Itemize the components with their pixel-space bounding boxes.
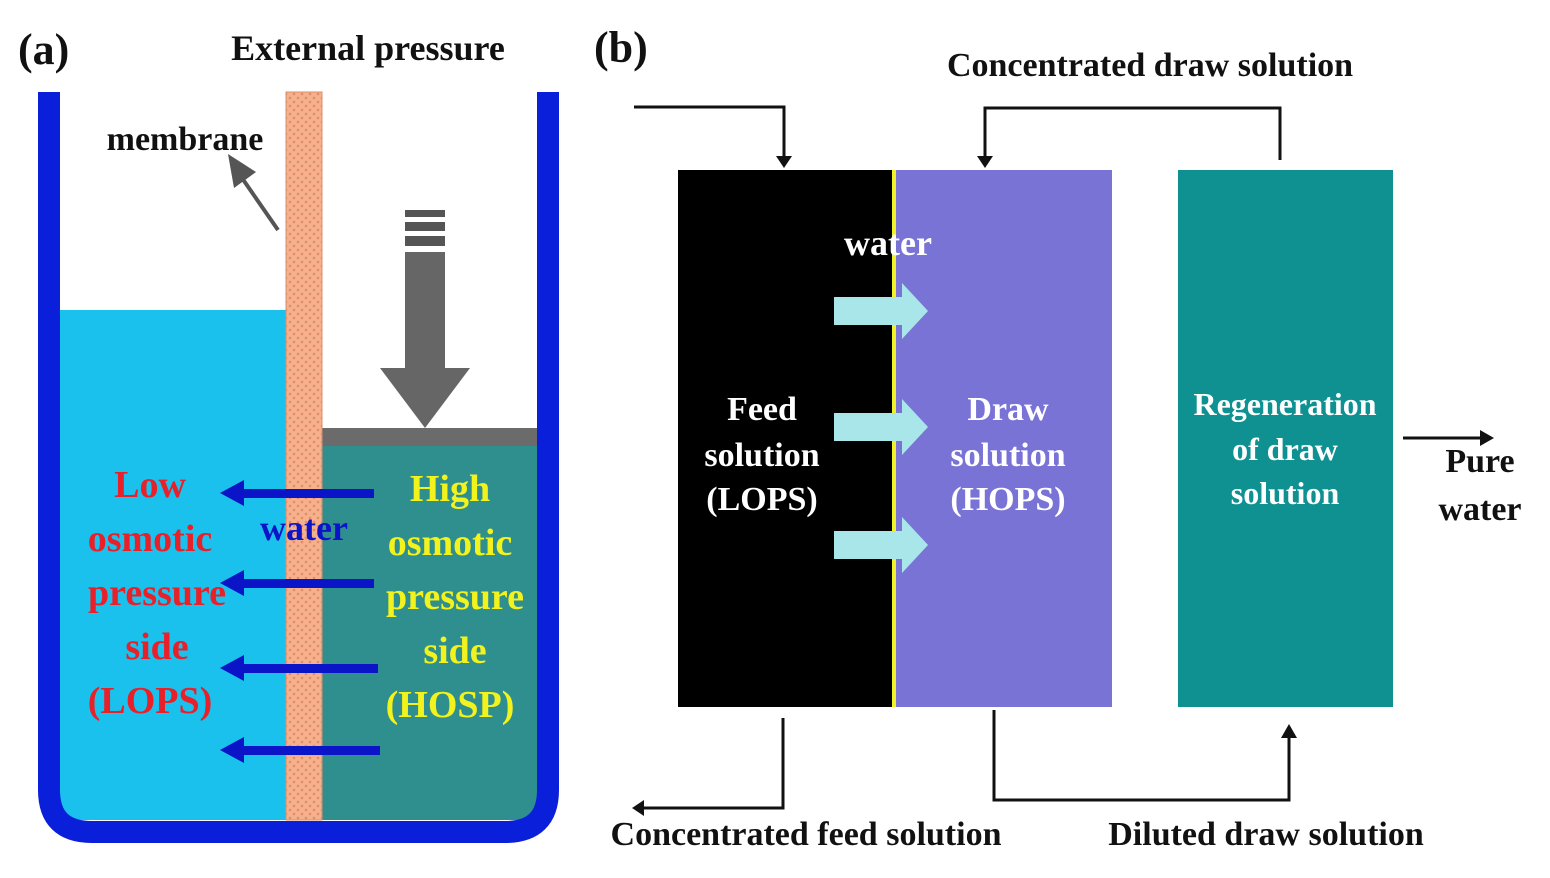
regeneration-box [1178, 170, 1393, 707]
panel-b-label: (b) [594, 23, 648, 72]
diluted-draw-label: Diluted draw solution [1108, 816, 1424, 853]
arrowhead [632, 800, 644, 816]
regen-line: Regeneration [1193, 386, 1376, 422]
membrane-pointer-line [240, 176, 280, 232]
water-arrow [220, 570, 374, 596]
low-side-line: side [125, 626, 188, 668]
regen-line: solution [1231, 475, 1340, 511]
high-side-line: pressure [386, 576, 524, 618]
low-pressure-side-label: Low osmotic pressure side (LOPS) [88, 464, 226, 722]
flow-arrowheads [632, 156, 1494, 816]
concentrated-feed-outlet-line [640, 718, 785, 810]
concentrated-draw-return-line [983, 106, 1282, 160]
low-side-line: Low [114, 464, 186, 506]
regeneration-label: Regeneration of draw solution [1193, 386, 1376, 511]
feed-inlet-line [634, 105, 786, 160]
membrane-label: membrane [107, 121, 264, 158]
water-flow-arrows [834, 283, 928, 573]
flow-lines [634, 105, 1485, 810]
draw-line: solution [950, 437, 1065, 474]
feed-line: (LOPS) [706, 481, 817, 518]
feed-line: solution [704, 437, 819, 474]
arrowhead [977, 156, 993, 168]
external-pressure-title: External pressure [231, 28, 505, 68]
vessel [38, 92, 559, 843]
low-side-line: osmotic [88, 518, 213, 560]
pure-water-line-text: water [1438, 491, 1521, 528]
water-arrow [220, 480, 374, 506]
arrowhead [1480, 430, 1494, 446]
feed-solution-label: Feed solution (LOPS) [704, 391, 819, 518]
regen-line: of draw [1232, 431, 1338, 467]
low-pressure-liquid [60, 310, 300, 820]
draw-solution-label: Draw solution (HOPS) [950, 391, 1065, 518]
piston-plate [320, 428, 540, 446]
water-flow-arrow [834, 399, 928, 455]
water-flow-arrow [834, 517, 928, 573]
draw-line: Draw [967, 391, 1049, 428]
panel-a: (a) External pressure membrane [18, 25, 559, 843]
diluted-draw-line [992, 710, 1291, 802]
high-pressure-liquid [320, 440, 540, 820]
water-arrows [220, 480, 380, 763]
water-arrow [220, 737, 380, 763]
high-side-line: (HOSP) [386, 684, 515, 726]
draw-solution-box [893, 170, 1112, 707]
high-side-line: side [423, 630, 486, 672]
draw-line: (HOPS) [950, 481, 1065, 518]
water-flow-arrow [834, 283, 928, 339]
water-arrow [220, 655, 378, 681]
low-side-line: (LOPS) [88, 680, 213, 722]
panel-a-label: (a) [18, 25, 69, 74]
water-label-a: water [260, 508, 348, 548]
membrane [285, 91, 323, 821]
pure-water-line-text: Pure [1445, 443, 1514, 480]
pure-water-label: Pure water [1438, 443, 1521, 528]
arrowhead [1281, 724, 1297, 738]
concentrated-draw-label: Concentrated draw solution [947, 47, 1353, 84]
pressure-arrow [380, 210, 470, 428]
water-label-b: water [844, 223, 932, 263]
arrowhead [776, 156, 792, 168]
concentrated-feed-label: Concentrated feed solution [611, 816, 1002, 853]
panel-b: (b) Concentrated draw solution water [594, 23, 1522, 853]
low-side-line: pressure [88, 572, 226, 614]
membrane-pointer-arrowhead [228, 154, 256, 188]
high-side-line: osmotic [388, 522, 513, 564]
feed-line: Feed [727, 391, 797, 428]
high-side-line: High [410, 468, 490, 510]
high-pressure-side-label: High osmotic pressure side (HOSP) [386, 468, 524, 726]
